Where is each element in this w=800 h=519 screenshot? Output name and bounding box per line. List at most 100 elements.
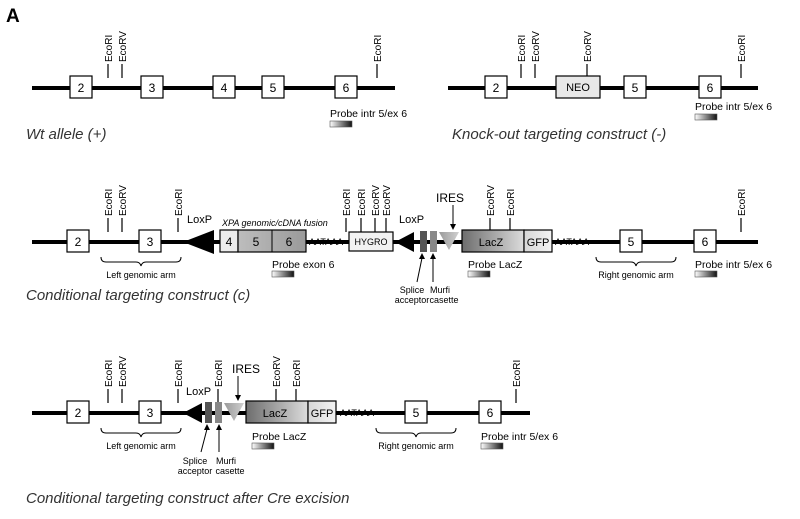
wt-site-ecori-1: EcoRI [104,35,115,62]
cond-site-ecorv-1: EcoRV [118,185,129,216]
wt-exon-6 [334,75,358,99]
cond-site-ecori-4: EcoRI [357,189,368,216]
cre-murfi-box [215,402,222,423]
ko-site-ecori-1: EcoRI [517,35,528,62]
cond-site-ecori-2: EcoRI [174,189,185,216]
cre-site-ecori-3: EcoRI [214,360,225,387]
ko-exon-5-label: 5 [632,81,639,95]
cre-splice-acceptor-box [205,402,212,423]
cre-exon-3 [138,400,162,424]
cond-murfi-label-2: casette [429,295,458,305]
ko-neo-label: NEO [566,82,590,94]
cond-fusion-exon-5-label: 5 [253,235,260,249]
wt-exon-2-label: 2 [78,81,85,95]
cond-loxp-2-label: LoxP [399,214,424,226]
cond-fusion-label: XPA genomic/cDNA fusion [221,218,328,228]
cre-splice-arrowhead [204,424,210,430]
cre-exon-6 [478,400,502,424]
cond-site-ecorv-2: EcoRV [371,185,382,216]
cond-probe-exon6-label: Probe exon 6 [272,259,335,271]
cond-probe-intr-label: Probe intr 5/ex 6 [695,259,772,271]
wt-allele: EcoRI EcoRV EcoRI 2 3 4 5 6 Probe intr 5… [26,31,407,143]
cre-exon-5 [404,400,428,424]
cre-excised-construct: EcoRI EcoRV EcoRI EcoRI EcoRV EcoRI EcoR… [26,356,558,507]
cond-site-ecorv-3: EcoRV [382,185,393,216]
cond-splice-acceptor-box [420,231,427,252]
cre-murfi-arrowhead [216,424,222,430]
cre-splice-label-1: Splice [183,456,208,466]
cond-exon-3-label: 3 [147,235,154,249]
cre-site-ecori-5: EcoRI [512,360,523,387]
wt-exon-3-label: 3 [149,81,156,95]
ko-exon-6-label: 6 [707,81,714,95]
cond-loxp-1-label: LoxP [187,214,212,226]
cre-polya: AATAAA [340,408,374,418]
cre-ires-arrowhead [235,395,241,401]
wt-exon-4 [212,75,236,99]
cre-right-arm-brace [375,427,457,438]
cond-left-arm-brace [100,256,182,267]
ko-construct: EcoRI EcoRV EcoRV EcoRI 2 NEO 5 6 Probe … [448,31,772,143]
ko-exon-5 [623,75,647,99]
cond-exon-3 [138,229,162,253]
cond-right-arm-brace [595,256,677,267]
cre-lacz-label: LacZ [263,408,288,420]
cond-site-ecori-1: EcoRI [104,189,115,216]
cond-lacz-label: LacZ [479,237,504,249]
cond-polya-1: AATAAA [309,237,343,247]
cond-splice-label-1: Splice [400,285,425,295]
cond-exon-5 [619,229,643,253]
cre-probe-intr-label: Probe intr 5/ex 6 [481,431,558,443]
cond-site-ecorv-4: EcoRV [486,185,497,216]
ko-exon-2-label: 2 [493,81,500,95]
ko-exon-2 [484,75,508,99]
wt-exon-6-label: 6 [343,81,350,95]
cre-right-arm-label: Right genomic arm [378,441,454,451]
ko-probe-bar [694,113,718,121]
cond-ires-arrowhead [450,224,456,230]
cond-exon-6 [693,229,717,253]
wt-exon-3 [140,75,164,99]
cond-site-ecori-6: EcoRI [737,189,748,216]
cond-gfp-label: GFP [527,237,550,249]
cre-splice-arrow [200,428,208,453]
cond-splice-arrow [416,257,423,283]
cre-loxp-label: LoxP [186,386,211,398]
cond-splice-label-2: acceptor [395,295,430,305]
cond-exon-2 [66,229,90,253]
cond-splice-arrowhead [419,253,425,259]
wt-exon-5 [261,75,285,99]
cond-murfi-arrowhead [430,253,436,259]
cre-probe-lacz-label: Probe LacZ [252,431,307,443]
cre-left-arm-label: Left genomic arm [106,441,176,451]
cond-hygro-label: HYGRO [354,237,387,247]
cond-site-ecori-3: EcoRI [342,189,353,216]
wt-site-ecorv-1: EcoRV [118,31,129,62]
cre-ires-label: IRES [232,362,260,376]
cre-caption: Conditional targeting construct after Cr… [26,490,350,507]
cond-fusion-exon-4-label: 4 [226,235,233,249]
cre-loxp-triangle [183,403,202,423]
ko-caption: Knock-out targeting construct (-) [452,126,666,143]
cond-ires-label: IRES [436,191,464,205]
cre-exon-5-label: 5 [413,406,420,420]
cre-probe-intr-bar [480,442,504,450]
conditional-construct: EcoRI EcoRV EcoRI EcoRI EcoRI EcoRV EcoR… [26,185,772,305]
wt-caption: Wt allele (+) [26,126,106,143]
cre-ires-triangle [224,403,244,421]
cond-probe-intr-bar [694,270,718,278]
wt-probe-label: Probe intr 5/ex 6 [330,108,407,120]
cre-murfi-label-2: casette [215,466,244,476]
cond-probe-lacz-label: Probe LacZ [468,259,523,271]
cond-probe-exon6-bar [271,270,295,278]
cre-site-ecori-1: EcoRI [104,360,115,387]
ko-site-ecori-2: EcoRI [737,35,748,62]
cond-ires-triangle [439,232,459,250]
cre-murfi-label-1: Murfi [216,456,236,466]
cond-exon-2-label: 2 [75,235,82,249]
cre-exon-2 [66,400,90,424]
cond-fusion-exon-6-label: 6 [286,235,293,249]
cond-murfi-label-1: Murfi [430,285,450,295]
cre-gfp-box [307,400,337,424]
